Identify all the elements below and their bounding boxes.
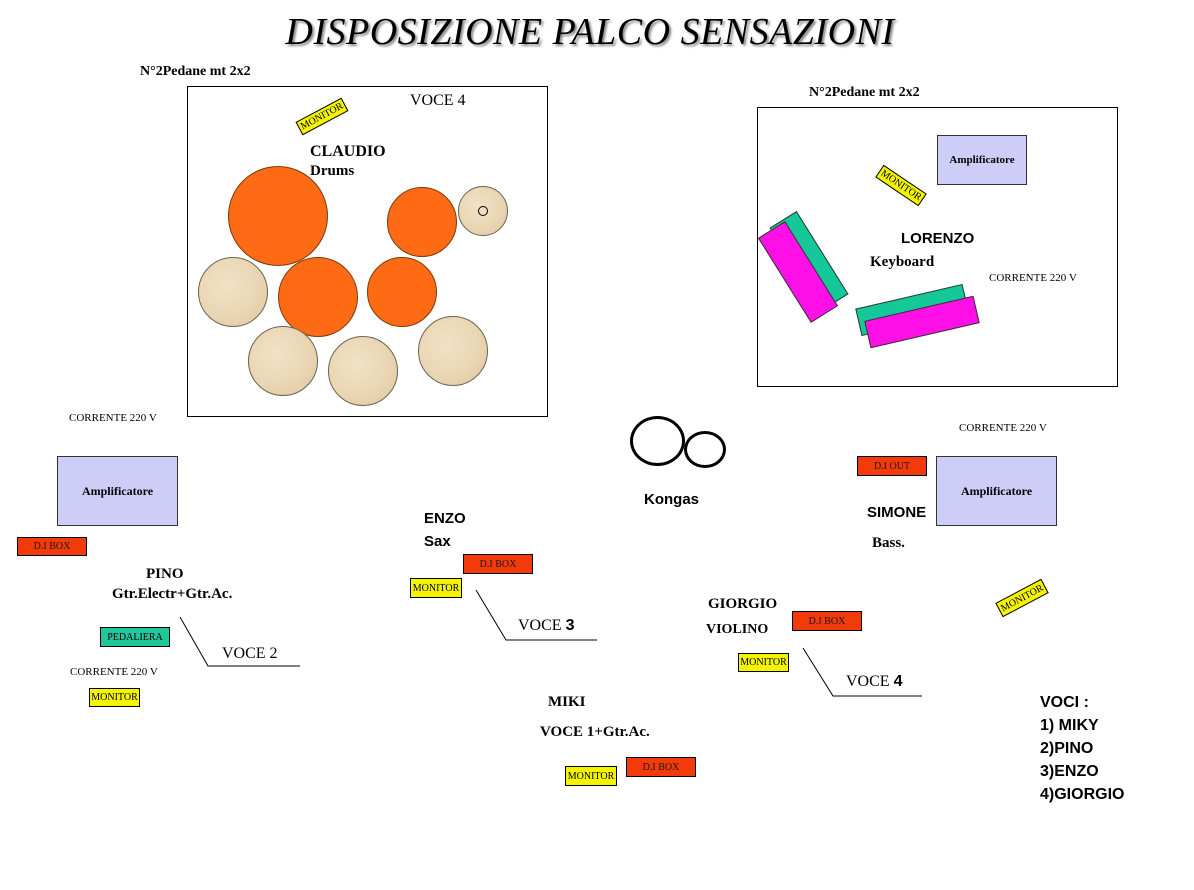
bassist-name: SIMONE bbox=[867, 504, 927, 521]
keyboardist-name: LORENZO bbox=[901, 230, 975, 247]
drums-voce-label: VOCE 4 bbox=[410, 92, 466, 109]
guitar-di-box: D.I BOX bbox=[17, 537, 87, 556]
cymbal-icon bbox=[328, 336, 398, 406]
sax-di-box: D.I BOX bbox=[463, 554, 533, 574]
voci-item: 4)GIORGIO bbox=[1040, 786, 1125, 803]
voci-item: 3)ENZO bbox=[1040, 763, 1099, 780]
voci-list: VOCI : 1) MIKY 2)PINO 3)ENZO 4)GIORGIO bbox=[1040, 691, 1124, 806]
bass-amplifier: Amplificatore bbox=[936, 456, 1057, 526]
guitarist-name: PINO bbox=[146, 566, 184, 582]
cymbal-icon bbox=[198, 257, 268, 327]
cymbal-icon bbox=[418, 316, 488, 386]
bass-power-label: CORRENTE 220 V bbox=[959, 422, 1047, 434]
violinist-name: GIORGIO bbox=[708, 596, 778, 612]
voci-item: 2)PINO bbox=[1040, 740, 1094, 757]
keys-power-label: CORRENTE 220 V bbox=[989, 272, 1077, 284]
sax-player-instrument: Sax bbox=[424, 533, 451, 550]
cymbal-bell-icon bbox=[478, 206, 488, 216]
kongas-label: Kongas bbox=[644, 491, 700, 508]
sax-voce-prefix: VOCE bbox=[518, 617, 562, 634]
guitarist-instrument: Gtr.Electr+Gtr.Ac. bbox=[112, 586, 233, 602]
bassist-instrument: Bass. bbox=[872, 535, 905, 551]
guitar-voce-label: VOCE 2 bbox=[222, 645, 278, 662]
tom-icon bbox=[367, 257, 437, 327]
diagram-title: DISPOSIZIONE PALCO SENSAZIONI bbox=[285, 11, 895, 53]
drummer-instrument: Drums bbox=[310, 163, 355, 179]
guitar-power-top: CORRENTE 220 V bbox=[69, 412, 157, 424]
violin-voce-prefix: VOCE bbox=[846, 673, 890, 690]
drummer-name: CLAUDIO bbox=[310, 143, 386, 160]
guitar-amplifier: Amplificatore bbox=[57, 456, 178, 526]
guitar-pedalboard: PEDALIERA bbox=[100, 627, 170, 647]
voci-heading: VOCI : bbox=[1040, 694, 1089, 711]
conga-icon bbox=[630, 416, 685, 466]
bass-di-out: D.I OUT bbox=[857, 456, 927, 476]
keys-platform-label: N°2Pedane mt 2x2 bbox=[809, 85, 920, 100]
vocalist-name: MIKI bbox=[548, 694, 586, 710]
vocalist-role: VOCE 1+Gtr.Ac. bbox=[540, 724, 650, 740]
violinist-instrument: VIOLINO bbox=[706, 622, 769, 637]
guitar-monitor: MONITOR bbox=[89, 688, 140, 707]
keys-amplifier: Amplificatore bbox=[937, 135, 1027, 185]
voci-item: 1) MIKY bbox=[1040, 717, 1099, 734]
violin-monitor: MONITOR bbox=[738, 653, 789, 672]
vocal-monitor: MONITOR bbox=[565, 766, 617, 786]
violin-voce-label: VOCE 4 bbox=[846, 673, 902, 691]
violin-di-box: D.I BOX bbox=[792, 611, 862, 631]
sax-voce-number: 3 bbox=[565, 617, 575, 634]
sax-voce-label: VOCE 3 bbox=[518, 617, 574, 635]
vocal-di-box: D.I BOX bbox=[626, 757, 696, 777]
bass-drum-icon bbox=[228, 166, 328, 266]
tom-icon bbox=[387, 187, 457, 257]
cymbal-icon bbox=[248, 326, 318, 396]
floor-tom-icon bbox=[278, 257, 358, 337]
drums-platform-label: N°2Pedane mt 2x2 bbox=[140, 64, 251, 79]
violin-voce-number: 4 bbox=[893, 673, 903, 690]
sax-player-name: ENZO bbox=[424, 510, 466, 527]
guitar-power-bottom: CORRENTE 220 V bbox=[70, 666, 158, 678]
conga-icon bbox=[684, 431, 726, 468]
keyboardist-instrument: Keyboard bbox=[870, 254, 935, 270]
sax-monitor: MONITOR bbox=[410, 578, 462, 598]
hihat-cymbal-icon bbox=[458, 186, 508, 236]
